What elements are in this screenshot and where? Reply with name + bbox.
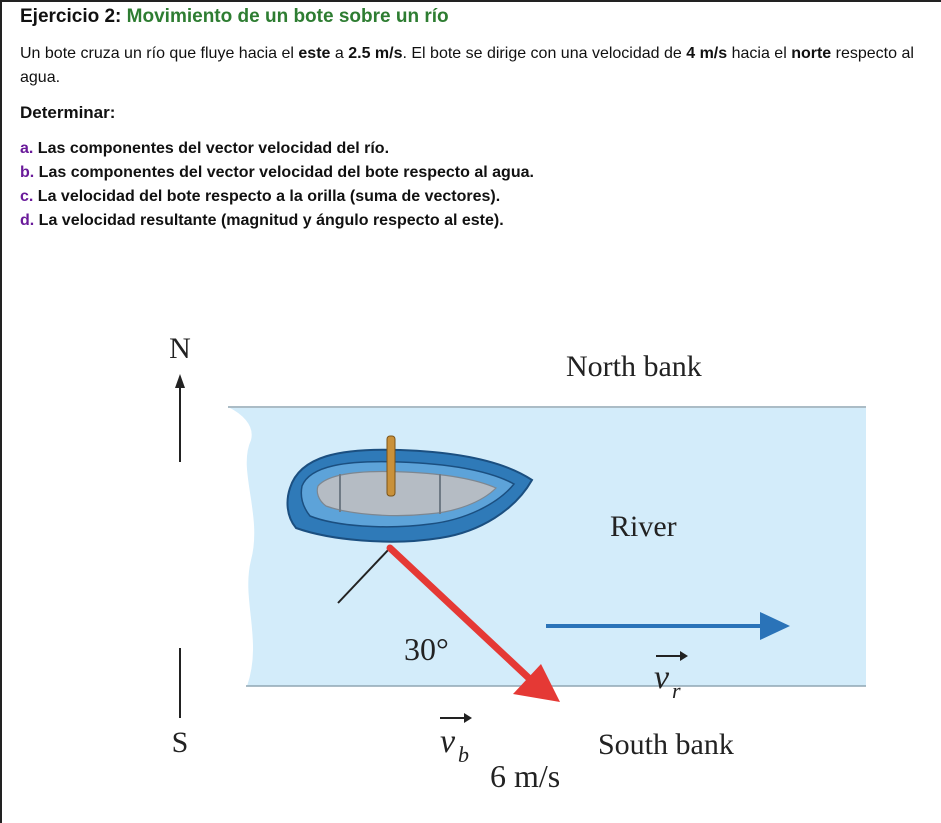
exercise-heading: Ejercicio 2: Movimiento de un bote sobre… (20, 6, 449, 28)
boat-illustration (286, 435, 534, 543)
vb-subscript: b (458, 742, 469, 767)
task-item: b. Las componentes del vector velocidad … (20, 161, 534, 185)
river-velocity-arrow (546, 612, 790, 640)
task-letter: b. (20, 164, 35, 181)
task-text: La velocidad del bote respecto a la oril… (37, 188, 501, 205)
intro-text-1: Un bote cruza un río que fluye hacia el (20, 45, 299, 62)
task-text: Las componentes del vector velocidad del… (37, 140, 390, 157)
boat-velocity-symbol: v b (440, 713, 472, 767)
intro-bold-river-speed: 2.5 m/s (348, 45, 403, 62)
compass-south-label: S (172, 726, 189, 759)
determine-heading: Determinar: (20, 103, 116, 122)
task-text: Las componentes del vector velocidad del… (38, 164, 534, 181)
river-west-edge (227, 407, 255, 687)
vr-letter: v (654, 659, 670, 696)
problem-statement: Un bote cruza un río que fluye hacia el … (20, 42, 925, 90)
exercise-label: Ejercicio 2: (20, 6, 122, 27)
south-bank-label: South bank (598, 728, 734, 761)
compass-north-label: N (169, 332, 191, 365)
river-velocity-symbol: v r (654, 651, 688, 703)
vb-letter: v (440, 723, 456, 760)
task-text: La velocidad resultante (magnitud y ángu… (38, 212, 504, 229)
exercise-title: Movimiento de un bote sobre un río (126, 6, 449, 27)
task-item: c. La velocidad del bote respecto a la o… (20, 185, 534, 209)
river-label: River (610, 510, 677, 543)
angle-label: 30° (404, 631, 449, 667)
boat-velocity-arrow (386, 544, 560, 702)
angle-reference-line (337, 547, 391, 604)
compass-north-arrow (175, 374, 185, 462)
task-letter: a. (20, 140, 34, 157)
intro-text-2: a (330, 45, 349, 62)
intro-bold-boat-speed: 4 m/s (686, 45, 728, 62)
intro-bold-north: norte (791, 45, 832, 62)
intro-text-3: . El bote se dirige con una velocidad de (402, 45, 687, 62)
task-item: a. Las componentes del vector velocidad … (20, 137, 534, 161)
task-letter: d. (20, 212, 35, 229)
intro-text-5: respecto al agua. (20, 45, 914, 86)
boat-speed-label: 6 m/s (490, 758, 560, 794)
intro-bold-east: este (298, 45, 331, 62)
task-letter: c. (20, 188, 34, 205)
task-list: a. Las componentes del vector velocidad … (20, 137, 534, 233)
task-item: d. La velocidad resultante (magnitud y á… (20, 209, 534, 233)
intro-text-4: hacia el (727, 45, 792, 62)
north-bank-label: North bank (566, 350, 702, 383)
vr-subscript: r (672, 678, 681, 703)
river-water (228, 408, 866, 686)
